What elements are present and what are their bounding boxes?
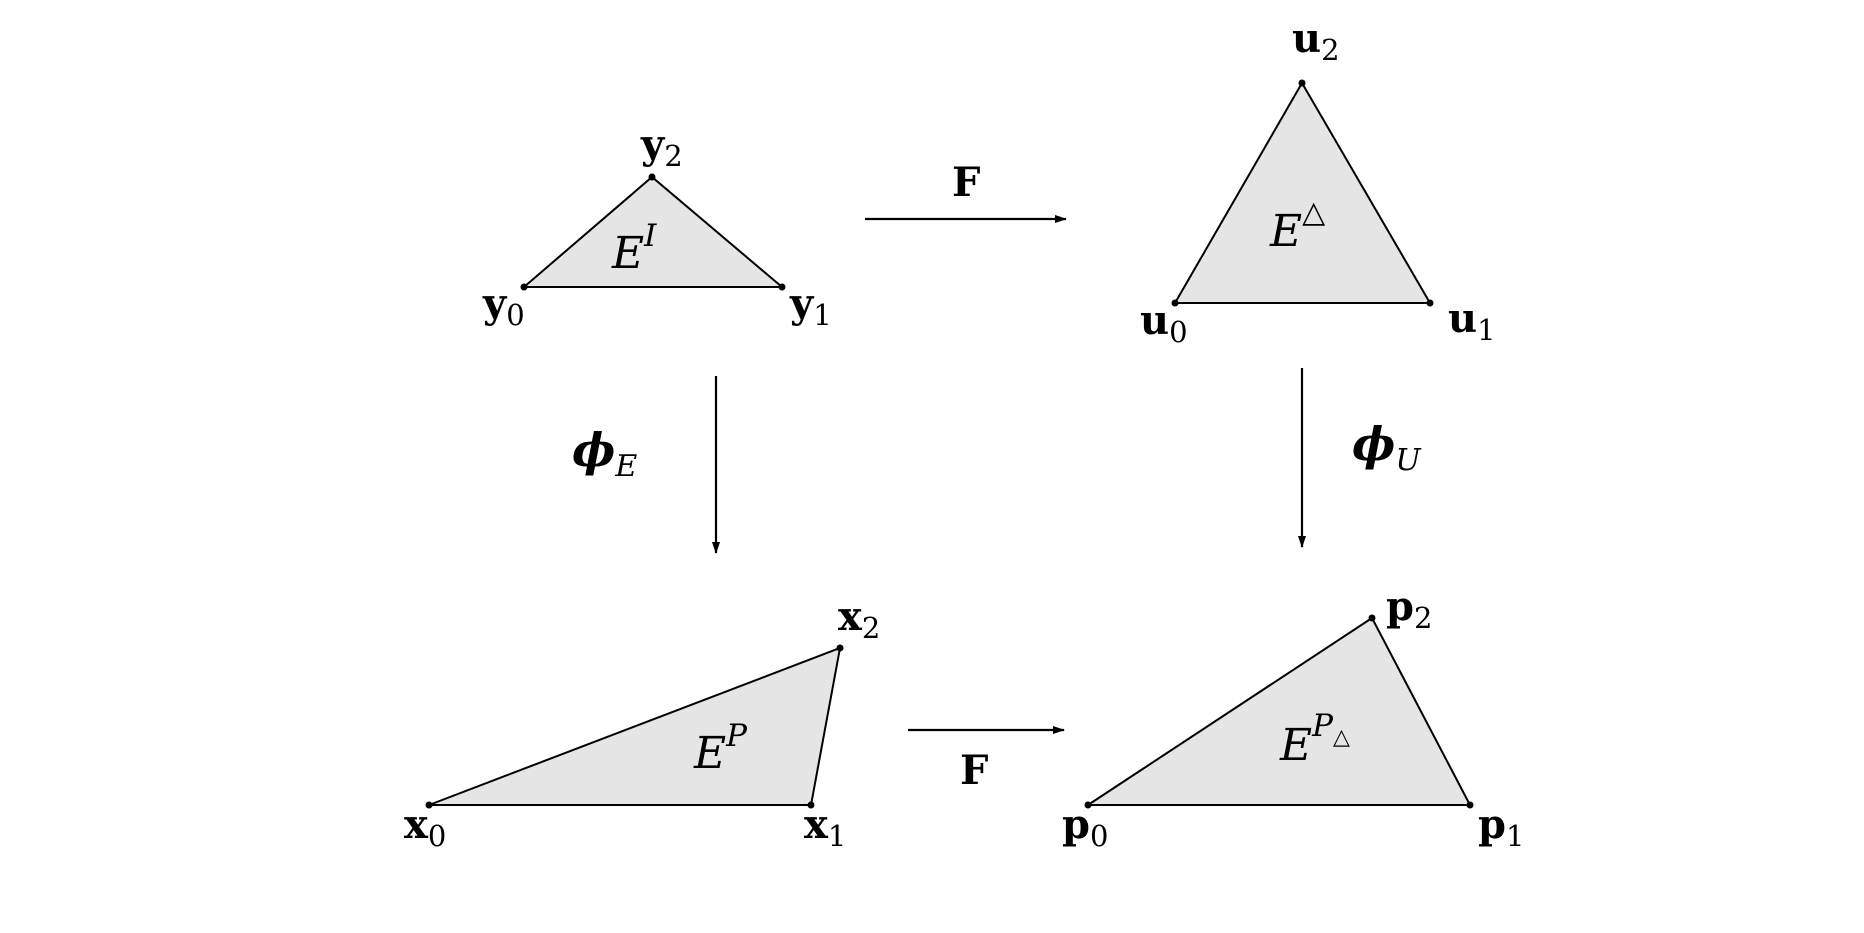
triangle-ei: EI y0 y1 y2 <box>482 121 832 332</box>
vertex-x0-dot <box>425 801 433 809</box>
vertex-u2-dot <box>1298 79 1306 87</box>
vertex-x1-dot <box>807 801 815 809</box>
vertex-p1-dot <box>1466 801 1474 809</box>
arrow-bottom: F <box>908 726 1065 794</box>
vertex-p2-dot <box>1368 614 1376 622</box>
region-label-eptri: EP△ <box>1279 708 1350 771</box>
triangle-etri: E△ u0 u1 u2 <box>1140 15 1496 349</box>
region-label-etri-base: E <box>1269 206 1302 257</box>
region-label-eptri-sup: P <box>1311 708 1334 744</box>
arrow-left-label: ϕE <box>572 423 637 484</box>
region-label-eptri-base: E <box>1279 720 1312 771</box>
region-label-ep-sup: P <box>725 718 748 754</box>
arrow-right-label: ϕU <box>1352 417 1422 478</box>
vertex-label-x1: x1 <box>804 801 846 853</box>
region-label-ei-base: E <box>611 228 644 279</box>
region-label-ei: EI <box>611 218 657 279</box>
vertex-u0-dot <box>1171 299 1179 307</box>
vertex-label-p2: p2 <box>1386 583 1432 635</box>
region-label-ep-base: E <box>693 728 726 779</box>
vertex-y0-dot <box>520 283 528 291</box>
vertex-label-p0: p0 <box>1062 801 1108 853</box>
arrow-right: ϕU <box>1298 368 1422 548</box>
vertex-y1-dot <box>778 283 786 291</box>
vertex-p0-dot <box>1084 801 1092 809</box>
vertex-label-y2: y2 <box>640 121 683 173</box>
vertex-label-u2: u2 <box>1292 15 1340 67</box>
triangle-ep: EP x0 x1 x2 <box>404 593 880 853</box>
vertex-y2-dot <box>648 173 656 181</box>
region-label-etri: E△ <box>1269 195 1325 257</box>
vertex-u1-dot <box>1426 299 1434 307</box>
vertex-label-u1: u1 <box>1448 295 1496 347</box>
vertex-label-x2: x2 <box>838 593 880 645</box>
region-label-eptri-sup-sub: △ <box>1333 725 1350 750</box>
region-label-ep: EP <box>693 718 748 779</box>
vertex-label-y1: y1 <box>789 280 832 332</box>
arrow-top: F <box>865 159 1067 223</box>
region-label-etri-sup: △ <box>1302 195 1325 230</box>
triangle-eptri: EP△ p0 p1 p2 <box>1062 583 1524 853</box>
arrow-top-label: F <box>952 159 980 206</box>
vertex-label-y0: y0 <box>482 280 525 332</box>
triangle-ei-shape <box>521 175 785 288</box>
vertex-label-u0: u0 <box>1140 297 1188 349</box>
triangle-ep-shape <box>428 646 842 806</box>
triangle-eptri-shape <box>1084 616 1472 806</box>
vertex-label-x0: x0 <box>404 801 446 853</box>
vertex-label-p1: p1 <box>1478 801 1524 853</box>
triangle-etri-shape <box>1173 81 1432 304</box>
arrow-left: ϕE <box>572 376 720 554</box>
arrow-bottom-label: F <box>960 747 988 794</box>
vertex-x2-dot <box>836 644 844 652</box>
region-label-ei-sup: I <box>643 218 657 254</box>
